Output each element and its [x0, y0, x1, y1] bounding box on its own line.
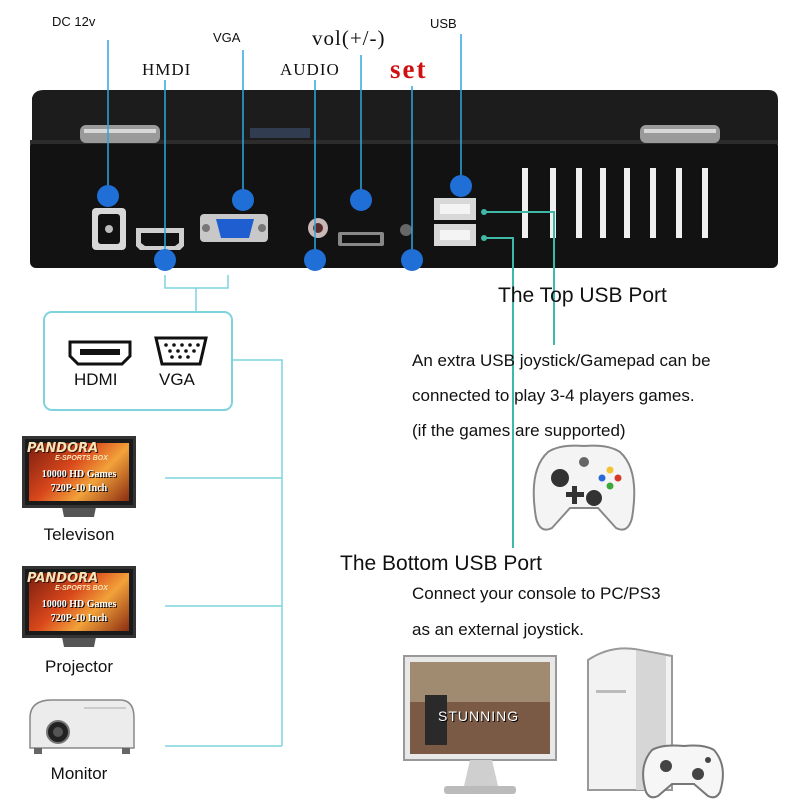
top-usb-line-3: (if the games are supported) [412, 421, 626, 440]
tv-brand-text: PANDORA [27, 441, 99, 456]
bottom-usb-heading: The Bottom USB Port [340, 552, 542, 575]
projector-icon [29, 699, 135, 754]
hdmi-port-label: HMDI [142, 60, 192, 79]
usb-port-label: USB [430, 16, 457, 31]
top-usb-heading: The Top USB Port [498, 284, 667, 307]
vga-connector-label: VGA [159, 370, 195, 389]
connector-box [43, 311, 233, 411]
gamepad-icon [532, 444, 636, 531]
set-button-label: set [390, 54, 428, 84]
right-hinge [640, 125, 720, 143]
usb-callout-lines [484, 211, 555, 548]
vga-port-label: VGA [213, 30, 241, 45]
projector-brand-text: PANDORA [27, 571, 99, 586]
monitor-caption: Monitor [50, 764, 108, 783]
audio-port-label: AUDIO [280, 60, 340, 79]
top-usb-line-1: An extra USB joystick/Gamepad can be [412, 351, 711, 370]
top-usb-line-2: connected to play 3-4 players games. [412, 386, 695, 405]
tv-sub-text: E-SPORTS BOX [55, 455, 108, 462]
hdmi-icon [68, 340, 132, 366]
projector-games-text: 10000 HD Games [41, 599, 117, 610]
volume-label: vol(+/-) [312, 26, 386, 50]
pc-monitor-icon [403, 655, 557, 794]
hdmi-connector-label: HDMI [74, 370, 118, 389]
output-connector-lines [164, 275, 283, 747]
port-callout-lines [107, 34, 462, 258]
tv-stand [62, 507, 96, 517]
port-markers [97, 175, 472, 271]
pc-screen-text: STUNNING [438, 708, 520, 724]
left-hinge [80, 125, 160, 143]
projector-screen-stand [62, 637, 96, 647]
tv-res-text: 720P-10 Inch [50, 483, 108, 494]
projector-sub-text: E-SPORTS BOX [55, 585, 108, 592]
set-button [400, 224, 412, 236]
projector-display-screen: PANDORA E-SPORTS BOX 10000 HD Games 720P… [22, 566, 136, 638]
vga-icon [154, 336, 208, 366]
tv-games-text: 10000 HD Games [41, 469, 117, 480]
bottom-usb-line-1: Connect your console to PC/PS3 [412, 584, 661, 603]
vents [522, 168, 708, 238]
projector-caption: Projector [44, 657, 114, 676]
dc-12v-label: DC 12v [52, 14, 96, 29]
television-screen: PANDORA E-SPORTS BOX 10000 HD Games 720P… [22, 436, 136, 508]
projector-res-text: 720P-10 Inch [50, 613, 108, 624]
bottom-usb-line-2: as an external joystick. [412, 620, 584, 639]
console-gamepad-icon [642, 744, 724, 799]
television-caption: Televison [43, 525, 115, 544]
